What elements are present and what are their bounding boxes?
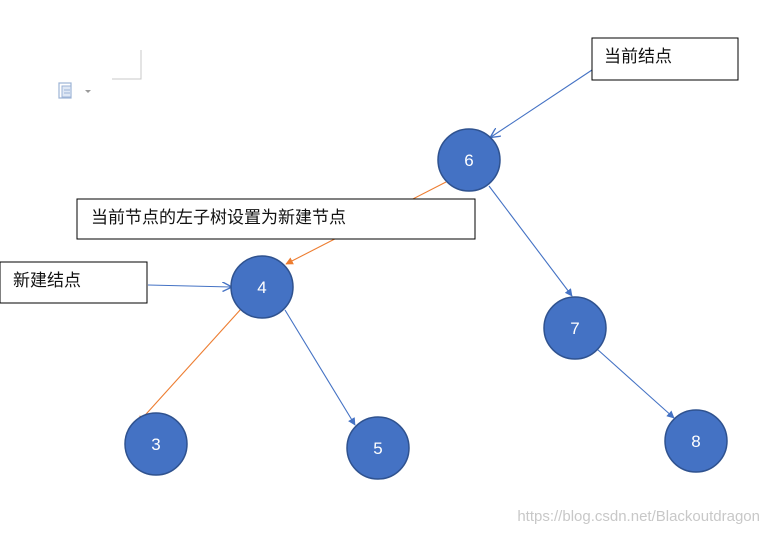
- tree-node-5: 5: [346, 416, 410, 480]
- paste-options-icon[interactable]: [58, 82, 72, 99]
- pointer-new-node: [147, 285, 231, 287]
- node-label: 5: [373, 439, 382, 458]
- watermark-text: https://blog.csdn.net/Blackoutdragon: [517, 508, 760, 525]
- callout-set-left-subtree: 当前节点的左子树设置为新建节点: [76, 198, 476, 240]
- tree-node-6: 6: [437, 128, 501, 192]
- node-label: 3: [151, 435, 160, 454]
- paste-options-widget[interactable]: [58, 50, 142, 99]
- callout-new-node-text: 新建结点: [13, 271, 81, 291]
- edge-4-3: [137, 308, 242, 424]
- tree-node-8: 8: [664, 409, 728, 473]
- node-label: 6: [464, 151, 473, 170]
- edge-6-7: [488, 185, 573, 297]
- selection-corner: [112, 50, 142, 80]
- node-label: 4: [257, 278, 266, 297]
- node-label: 8: [691, 432, 700, 451]
- tree-node-7: 7: [543, 296, 607, 360]
- pointer-current-node: [491, 69, 593, 137]
- callout-set-left-subtree-text: 当前节点的左子树设置为新建节点: [91, 208, 346, 228]
- edge-4-5: [284, 309, 356, 426]
- callout-new-node: 新建结点: [0, 261, 148, 304]
- tree-node-3: 3: [124, 412, 188, 476]
- tree-node-4: 4: [230, 255, 294, 319]
- chevron-down-icon[interactable]: [85, 90, 91, 93]
- edge-7-8: [596, 348, 675, 419]
- callout-current-node-text: 当前结点: [604, 47, 672, 67]
- node-label: 7: [570, 319, 579, 338]
- callout-arrows: [147, 69, 593, 287]
- callout-current-node: 当前结点: [591, 37, 739, 81]
